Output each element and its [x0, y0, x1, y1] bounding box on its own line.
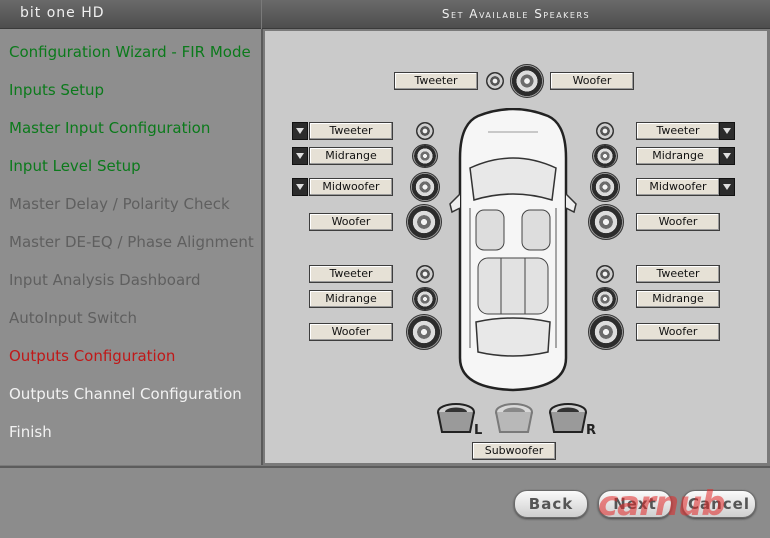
- rear-left-tweeter-icon[interactable]: [416, 265, 434, 283]
- step-outputs-channel-configuration: Outputs Channel Configuration: [9, 385, 242, 403]
- step-autoinput-switch: AutoInput Switch: [9, 309, 138, 327]
- front-left-tweeter-dropdown-icon[interactable]: [292, 122, 308, 140]
- front-left-midrange-label[interactable]: Midrange: [309, 147, 393, 165]
- rear-right-woofer-icon[interactable]: [588, 314, 624, 350]
- front-left-midrange-icon[interactable]: [412, 144, 438, 168]
- front-right-midwoofer-icon[interactable]: [590, 172, 620, 202]
- front-left-midwoofer-label[interactable]: Midwoofer: [309, 178, 393, 196]
- rear-right-tweeter-icon[interactable]: [596, 265, 614, 283]
- step-input-analysis-dashboard: Input Analysis Dashboard: [9, 271, 201, 289]
- subwoofer-right-icon[interactable]: [548, 402, 592, 438]
- front-right-midrange-icon[interactable]: [592, 144, 618, 168]
- front-left-midwoofer-icon[interactable]: [410, 172, 440, 202]
- rear-left-midrange-icon[interactable]: [412, 287, 438, 311]
- center-tweeter-icon[interactable]: [486, 72, 504, 90]
- rear-right-midrange-label[interactable]: Midrange: [636, 290, 720, 308]
- front-right-tweeter-icon[interactable]: [596, 122, 614, 140]
- subwoofer-center-icon[interactable]: [494, 402, 534, 438]
- next-button[interactable]: Next: [598, 490, 672, 518]
- front-left-woofer-label[interactable]: Woofer: [309, 213, 393, 231]
- step-configuration-wizard[interactable]: Configuration Wizard - FIR Mode: [9, 43, 251, 61]
- step-outputs-configuration[interactable]: Outputs Configuration: [9, 347, 176, 365]
- page-title: Set Available Speakers: [441, 7, 591, 21]
- step-finish: Finish: [9, 423, 52, 441]
- center-tweeter-label[interactable]: Tweeter: [394, 72, 478, 90]
- rear-left-woofer-icon[interactable]: [406, 314, 442, 350]
- front-left-midwoofer-dropdown-icon[interactable]: [292, 178, 308, 196]
- rear-right-woofer-label[interactable]: Woofer: [636, 323, 720, 341]
- rear-left-midrange-label[interactable]: Midrange: [309, 290, 393, 308]
- front-right-midrange-label[interactable]: Midrange: [636, 147, 720, 165]
- app-brand: bit one HD: [20, 5, 105, 21]
- front-left-tweeter-label[interactable]: Tweeter: [309, 122, 393, 140]
- front-right-tweeter-label[interactable]: Tweeter: [636, 122, 720, 140]
- front-right-woofer-icon[interactable]: [588, 204, 624, 240]
- front-right-woofer-label[interactable]: Woofer: [636, 213, 720, 231]
- car-top-view: [449, 108, 577, 392]
- rear-right-midrange-icon[interactable]: [592, 287, 618, 311]
- front-right-tweeter-dropdown-icon[interactable]: [719, 122, 735, 140]
- step-master-input-configuration[interactable]: Master Input Configuration: [9, 119, 211, 137]
- subwoofer-left-icon[interactable]: [436, 402, 480, 438]
- front-right-midwoofer-dropdown-icon[interactable]: [719, 178, 735, 196]
- subwoofer-label[interactable]: Subwoofer: [472, 442, 556, 460]
- center-woofer-label[interactable]: Woofer: [550, 72, 634, 90]
- center-woofer-icon[interactable]: [510, 64, 544, 98]
- rear-left-tweeter-label[interactable]: Tweeter: [309, 265, 393, 283]
- wizard-steps-sidebar: Configuration Wizard - FIR Mode Inputs S…: [0, 29, 263, 465]
- back-button[interactable]: Back: [514, 490, 588, 518]
- cancel-button[interactable]: Cancel: [682, 490, 756, 518]
- page-title-bar: Set Available Speakers: [262, 0, 770, 29]
- subwoofer-right-marker: R: [586, 423, 597, 438]
- front-left-woofer-icon[interactable]: [406, 204, 442, 240]
- watermark-logo: carnub: [598, 484, 726, 524]
- front-left-midrange-dropdown-icon[interactable]: [292, 147, 308, 165]
- rear-right-tweeter-label[interactable]: Tweeter: [636, 265, 720, 283]
- front-left-tweeter-icon[interactable]: [416, 122, 434, 140]
- subwoofer-left-marker: L: [474, 423, 483, 438]
- brand-bar: bit one HD: [0, 0, 261, 29]
- front-right-midrange-dropdown-icon[interactable]: [719, 147, 735, 165]
- front-right-midwoofer-label[interactable]: Midwoofer: [636, 178, 720, 196]
- step-input-level-setup[interactable]: Input Level Setup: [9, 157, 141, 175]
- rear-left-woofer-label[interactable]: Woofer: [309, 323, 393, 341]
- step-inputs-setup[interactable]: Inputs Setup: [9, 81, 105, 99]
- step-master-de-eq: Master DE-EQ / Phase Alignment: [9, 233, 254, 251]
- step-master-delay-polarity: Master Delay / Polarity Check: [9, 195, 230, 213]
